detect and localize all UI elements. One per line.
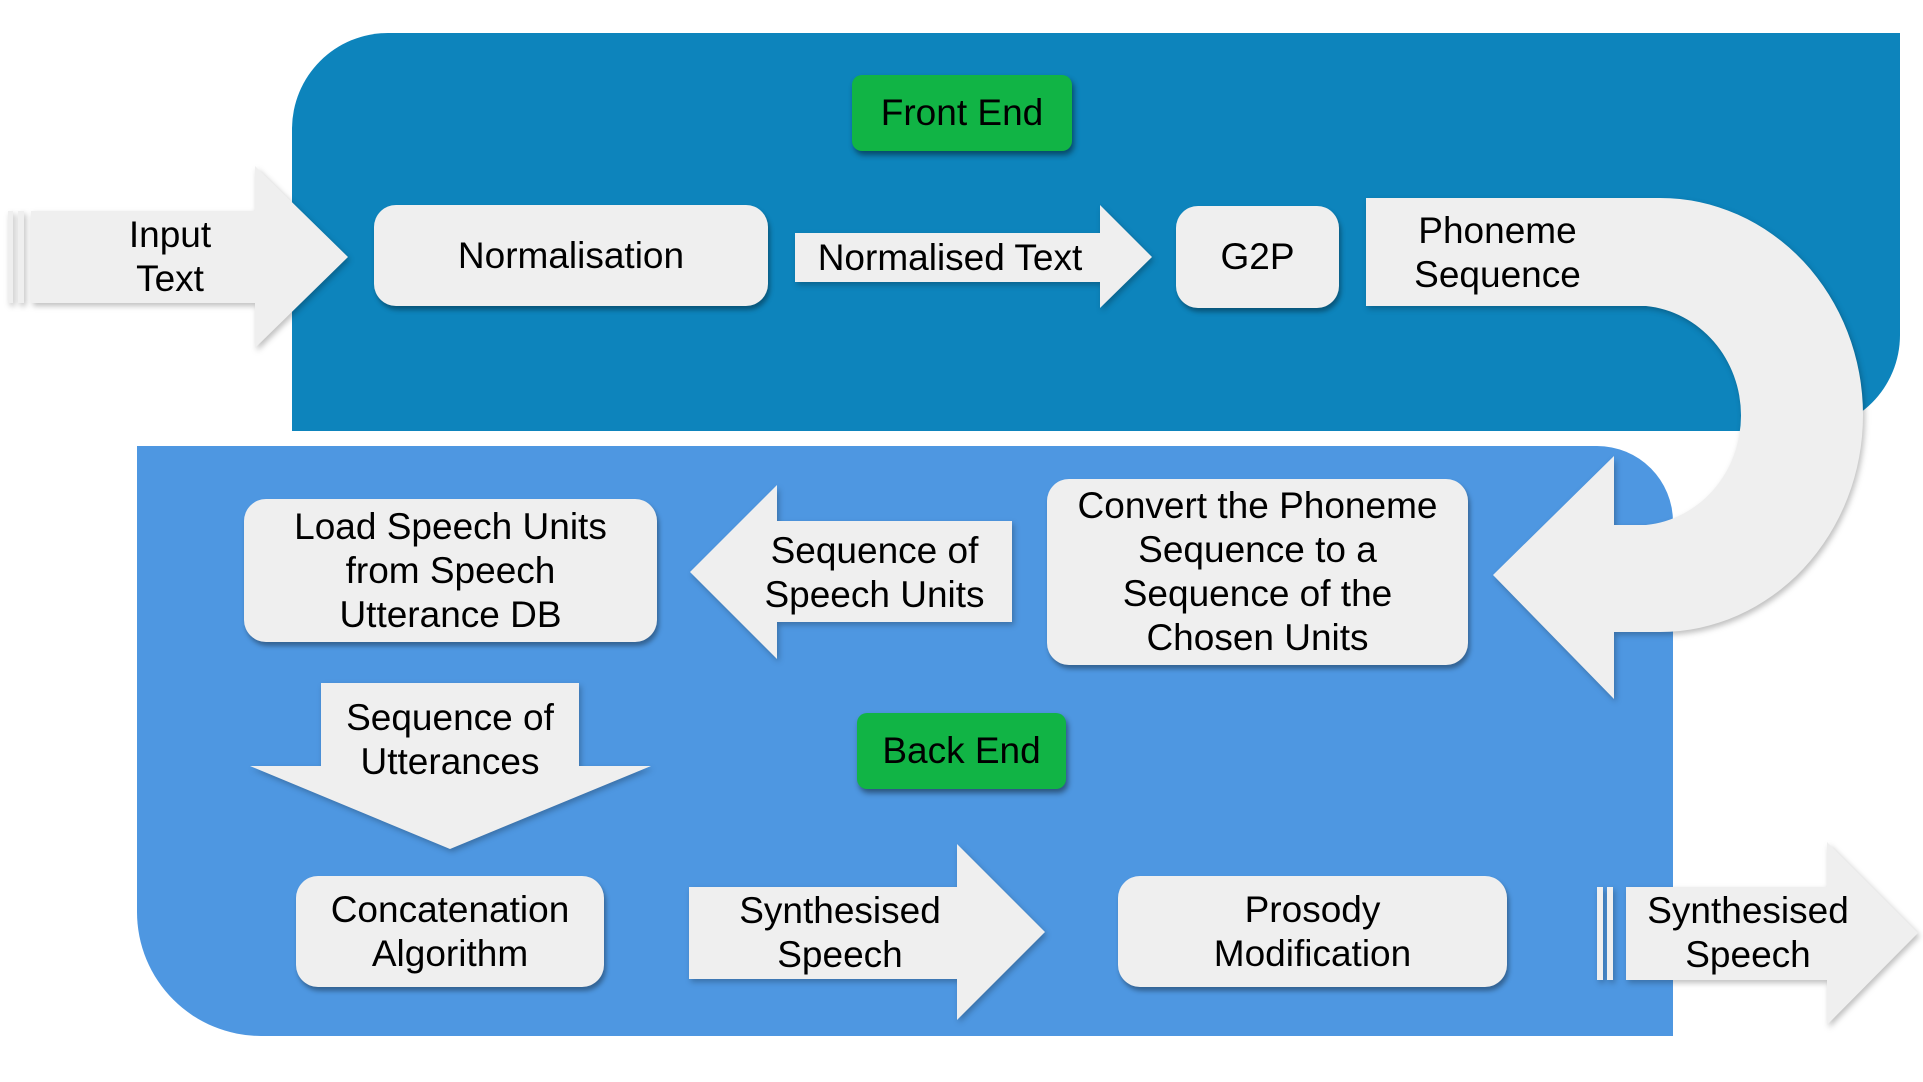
front-end-tag: Front End [852, 75, 1072, 151]
concatenation-algorithm-box: Concatenation Algorithm [296, 876, 604, 987]
prosody-modification-box: Prosody Modification [1118, 876, 1507, 987]
input-text-arrow [8, 166, 348, 348]
synthesised-speech-mid-arrow [689, 844, 1045, 1020]
convert-units-box: Convert the Phoneme Sequence to a Sequen… [1047, 479, 1468, 665]
load-speech-units-box: Load Speech Units from Speech Utterance … [244, 499, 657, 642]
sequence-of-utterances-arrow [250, 683, 651, 849]
synthesised-speech-out-label: Synthesised Speech [1647, 890, 1849, 975]
input-text-label: Input Text [128, 214, 212, 299]
back-end-tag: Back End [857, 713, 1066, 789]
sequence-of-speech-units-label: Sequence of Speech Units [764, 530, 985, 615]
normalisation-box: Normalisation [374, 205, 768, 306]
synthesised-speech-mid-label: Synthesised Speech [739, 890, 941, 975]
sequence-of-speech-units-arrow [690, 485, 1012, 659]
g2p-box: G2P [1176, 206, 1339, 308]
normalised-text-arrow [795, 205, 1152, 308]
phoneme-sequence-curved-arrow [1366, 198, 1863, 699]
normalised-text-label: Normalised Text [817, 237, 1083, 278]
sequence-of-utterances-label: Sequence of Utterances [346, 697, 554, 782]
synthesised-speech-out-arrow [1597, 842, 1918, 1025]
phoneme-sequence-label: Phoneme Sequence [1414, 210, 1581, 295]
